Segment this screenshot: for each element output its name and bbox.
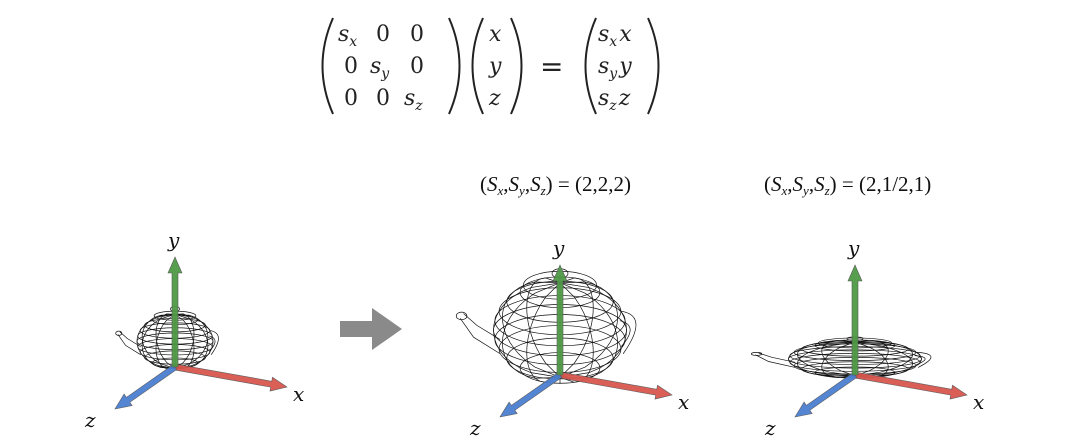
caption-uniform-sx-sub: x	[497, 183, 504, 198]
y-axis-arrow-uniform	[552, 264, 568, 376]
caption-uniform-values: (2,2,2)	[574, 172, 631, 196]
z-axis-arrow-original	[114, 364, 178, 410]
panel-nonuniform: y x z	[680, 215, 1040, 443]
z-axis-arrow-uniform	[499, 372, 563, 418]
teapot-wireframe-uniform	[455, 268, 637, 384]
matrix-cell-0-1: 0	[376, 22, 390, 47]
matrix-equation: sx 0 0 0 sy 0 0 0 sz x y z = sxx syy szz	[0, 0, 1080, 130]
vector-left-paren	[471, 17, 484, 115]
y-axis-label-uniform: y	[552, 236, 565, 260]
z-axis-label-nonuniform: z	[764, 416, 776, 440]
y-axis-label-nonuniform: y	[847, 236, 860, 260]
x-axis-label-uniform: x	[678, 390, 689, 414]
caption-uniform-sy: S	[508, 172, 520, 196]
z-axis-label-original: z	[84, 408, 96, 432]
y-axis-arrow-original	[167, 256, 183, 368]
matrix-equation-svg: sx 0 0 0 sy 0 0 0 sz x y z = sxx syy szz	[321, 17, 660, 115]
matrix-left-paren	[321, 17, 334, 115]
caption-nonuniform-sy: S	[792, 172, 804, 196]
caption-nonuniform-prefix: (	[764, 172, 771, 196]
teapot-wireframe-original	[115, 305, 219, 370]
caption-uniform-sx: S	[487, 172, 498, 196]
caption-uniform-sz: S	[530, 172, 541, 196]
caption-uniform-sz-sub: z	[540, 183, 546, 198]
caption-nonuniform-values: (2,1/2,1)	[858, 172, 932, 196]
x-axis-arrow-uniform	[559, 371, 673, 400]
caption-uniform-prefix: (	[480, 172, 487, 196]
panel-uniform-svg: y x z	[455, 236, 689, 440]
caption-nonuniform-sz: S	[814, 172, 825, 196]
y-axis-arrow-nonuniform	[847, 264, 863, 376]
matrix-cell-1-0: 0	[344, 54, 358, 79]
caption-uniform: (Sx,Sy,Sz) = (2,2,2)	[480, 172, 631, 198]
matrix-cell-0-2: 0	[410, 22, 424, 47]
result-right-paren	[647, 17, 660, 115]
equals-sign: =	[540, 50, 563, 83]
panel-original: y x z	[60, 215, 420, 443]
matrix-right-paren	[448, 17, 461, 115]
transform-arrow-icon	[340, 308, 402, 350]
x-axis-label-nonuniform: x	[973, 390, 984, 414]
result-left-paren	[584, 17, 597, 115]
matrix-cell-1-2: 0	[410, 54, 424, 79]
caption-nonuniform: (Sx,Sy,Sz) = (2,1/2,1)	[764, 172, 932, 198]
caption-uniform-sy-sub: y	[519, 183, 525, 198]
panel-uniform: y x z	[380, 215, 740, 443]
vector-right-paren	[510, 17, 523, 115]
vector-z: z	[488, 86, 501, 111]
z-axis-label-uniform: z	[469, 416, 481, 440]
panel-nonuniform-svg: y x z	[750, 236, 984, 440]
caption-nonuniform-sz-sub: z	[824, 183, 830, 198]
result-row-0: sxx	[598, 22, 632, 50]
z-axis-arrow-nonuniform	[794, 372, 858, 418]
matrix-cell-2-2: sz	[404, 86, 423, 114]
result-row-2: szz	[598, 86, 631, 114]
matrix-cell-0-0: sx	[338, 22, 357, 50]
caption-nonuniform-sx-sub: x	[781, 183, 788, 198]
x-axis-arrow-nonuniform	[854, 371, 968, 400]
transform-arrow-shape	[340, 308, 402, 350]
caption-nonuniform-sy-sub: y	[803, 183, 809, 198]
x-axis-arrow-original	[174, 363, 288, 392]
matrix-cell-2-1: 0	[376, 86, 390, 111]
vector-y: y	[488, 54, 502, 79]
teapot-wireframe-nonuniform	[750, 336, 932, 379]
caption-nonuniform-sx: S	[771, 172, 782, 196]
y-axis-label-original: y	[167, 228, 180, 252]
vector-x: x	[489, 22, 502, 47]
matrix-cell-2-0: 0	[344, 86, 358, 111]
panel-original-svg: y x z	[84, 228, 304, 432]
matrix-cell-1-1: sy	[370, 54, 390, 82]
x-axis-label-original: x	[293, 382, 304, 406]
result-row-1: syy	[598, 54, 632, 82]
